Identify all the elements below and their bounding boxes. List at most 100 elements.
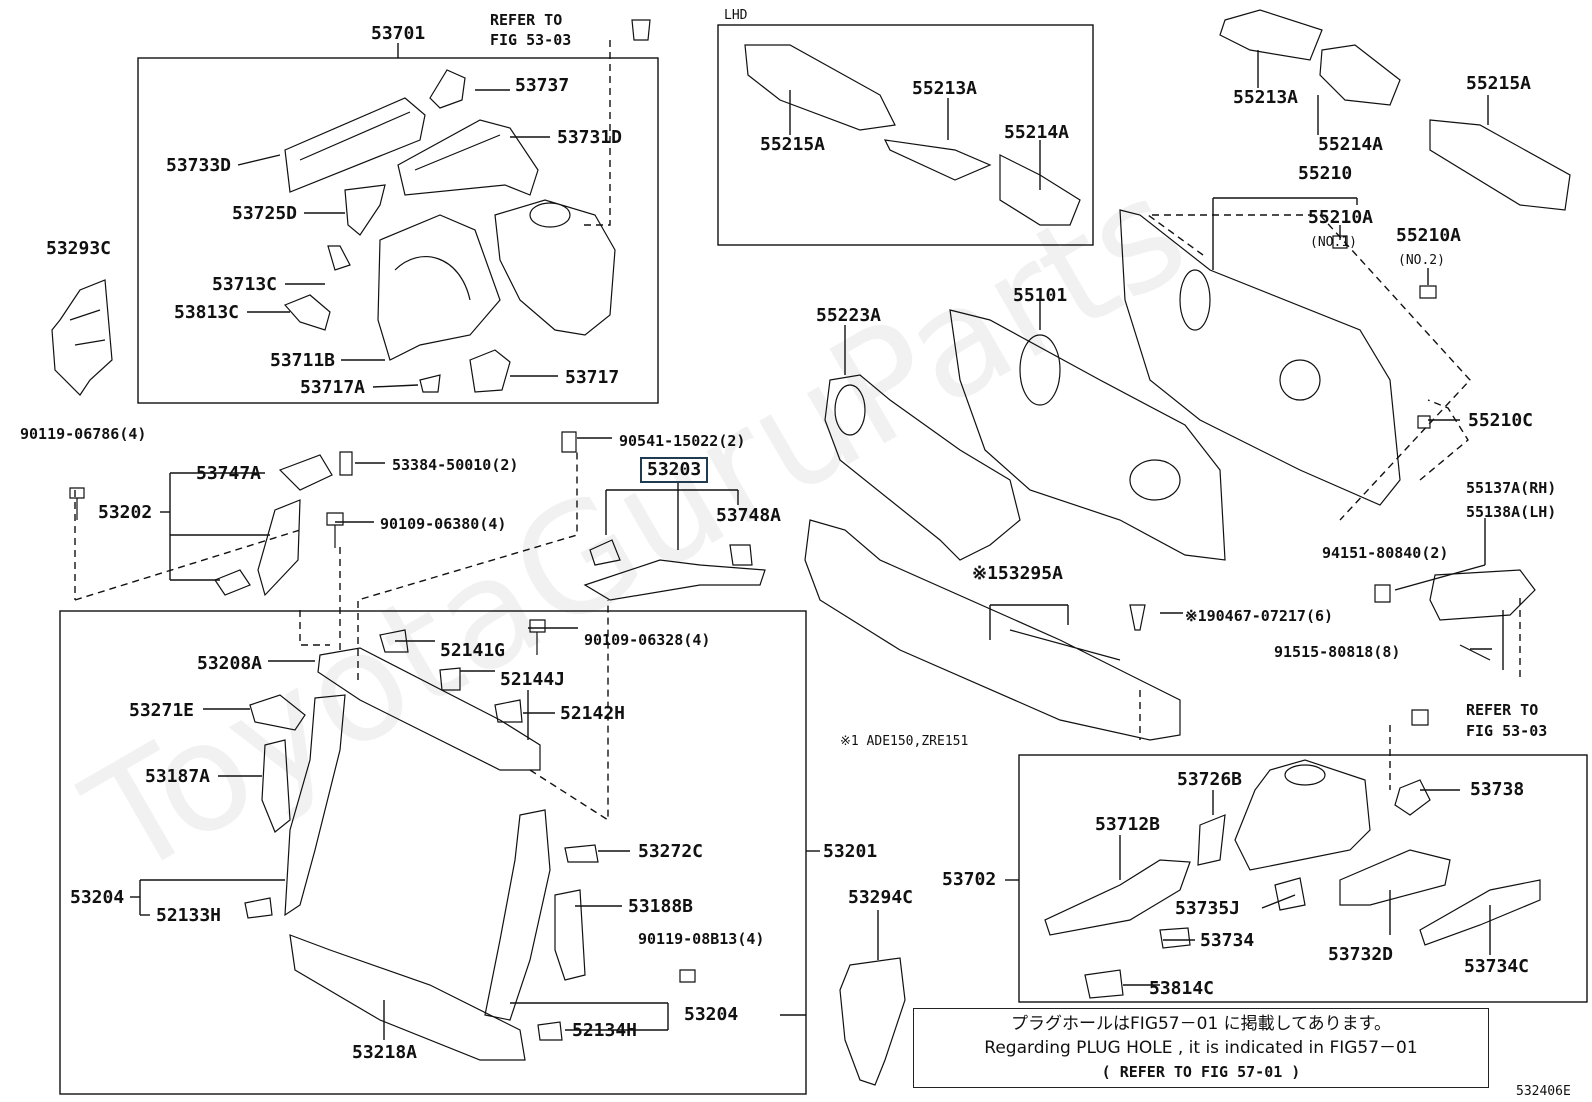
refer-to-bottom-line1: REFER TO (1466, 701, 1539, 719)
part-bolt-90109-06328 (529, 619, 546, 655)
label-53734: 53734 (1200, 930, 1255, 951)
part-53737 (429, 69, 466, 109)
part-55214A-lhd (999, 154, 1081, 226)
label-90541-15022: 90541-15022(2) (619, 432, 746, 450)
label-53813C: 53813C (174, 302, 240, 323)
label-90467-07217: ※190467-07217(6) (1185, 607, 1334, 625)
label-53738: 53738 (1470, 779, 1525, 800)
part-53272C (564, 844, 599, 863)
part-90541 (561, 431, 577, 453)
part-55210A-no2 (1419, 285, 1437, 299)
part-90467-clip (1129, 604, 1146, 631)
frame-53701 (137, 57, 659, 404)
part-53204-right (484, 809, 551, 1021)
part-53203 (583, 539, 766, 601)
part-94151 (1374, 584, 1391, 603)
label-53726B: 53726B (1177, 769, 1243, 790)
part-53712B (1044, 859, 1191, 936)
part-52144J (439, 667, 461, 691)
part-90119-08B13 (679, 969, 696, 983)
part-53813C (283, 294, 331, 331)
label-53712B: 53712B (1095, 814, 1161, 835)
part-53814C (1084, 969, 1124, 999)
label-90119-08B13: 90119-08B13(4) (638, 930, 765, 948)
label-55210A-no1: 55210A (1308, 207, 1374, 228)
label-55137A: 55137A(RH) (1466, 479, 1557, 497)
refer-to-top-line1: REFER TO (490, 11, 563, 29)
label-53294C: 53294C (848, 887, 914, 908)
part-55210A-no1 (1332, 235, 1348, 249)
part-53208A (317, 647, 541, 771)
label-no2: (NO.2) (1398, 253, 1445, 268)
figure-code: 532406E (1516, 1084, 1571, 1099)
label-53384-50010: 53384-50010(2) (392, 456, 519, 474)
label-53737: 53737 (515, 75, 570, 96)
label-90119-06786: 90119-06786(4) (20, 425, 147, 443)
label-52141G: 52141G (440, 640, 506, 661)
label-53203-highlighted: 53203 (640, 457, 709, 483)
label-55214A-rhd: 55214A (1318, 134, 1384, 155)
part-52133H (244, 897, 273, 919)
note-line-english: Regarding PLUG HOLE , it is indicated in… (984, 1038, 1418, 1058)
part-outlines (51, 9, 1571, 1086)
part-53711B-panel (377, 214, 501, 361)
part-53188B (554, 889, 586, 981)
label-55214A-lhd: 55214A (1004, 122, 1070, 143)
label-53702: 53702 (942, 869, 997, 890)
label-53187A: 53187A (145, 766, 211, 787)
part-bolt-90119-06786 (69, 487, 85, 520)
leader-lines (130, 43, 1504, 1040)
part-53717A (419, 374, 441, 393)
note-line-japanese: プラグホールはFIG57－01 に掲載してあります。 (1011, 1014, 1391, 1034)
part-53726B (1197, 814, 1226, 866)
label-55210: 55210 (1298, 163, 1353, 184)
label-55213A-lhd: 55213A (912, 78, 978, 99)
part-55210-insulator (1119, 209, 1401, 506)
refer-to-bottom-line2: FIG 53-03 (1466, 722, 1548, 740)
part-53717 (469, 349, 511, 393)
part-53271E (249, 694, 306, 731)
label-53748A: 53748A (716, 505, 782, 526)
part-clip-top (631, 19, 651, 41)
part-strut-tower (494, 199, 616, 336)
refer-to-top-line2: FIG 53-03 (490, 31, 572, 49)
part-55137A (1429, 569, 1536, 621)
part-53294C (839, 957, 906, 1086)
part-53187A (261, 739, 291, 833)
part-53732D (1339, 849, 1451, 906)
frame-53201 (59, 610, 807, 1095)
label-91515-80818: 91515-80818(8) (1274, 643, 1401, 661)
label-53747A: 53747A (196, 463, 262, 484)
note-line-refer: ( REFER TO FIG 57-01 ) (1101, 1063, 1301, 1081)
part-53204-left (284, 694, 346, 917)
part-53295A (804, 519, 1181, 741)
part-52134H (537, 1021, 563, 1041)
label-53188B: 53188B (628, 896, 694, 917)
label-53725D: 53725D (232, 203, 298, 224)
part-53702-strut (1234, 759, 1371, 871)
part-53731D (397, 119, 539, 196)
label-52142H: 52142H (560, 703, 626, 724)
label-55215A-rhd: 55215A (1466, 73, 1532, 94)
part-55210C (1417, 415, 1431, 429)
label-90109-06380: 90109-06380(4) (380, 515, 507, 533)
label-53293C: 53293C (46, 238, 112, 259)
frame-lhd (717, 24, 1094, 246)
dashed-lines (74, 40, 1521, 822)
label-52144J: 52144J (500, 669, 566, 690)
frame-53702 (1018, 754, 1588, 1003)
label-53201: 53201 (823, 841, 878, 862)
part-53202 (214, 454, 333, 597)
part-52141G (379, 629, 409, 653)
part-55215A-rhd (1429, 119, 1571, 211)
part-53725D (344, 184, 386, 236)
label-55210C: 55210C (1468, 410, 1534, 431)
part-52142H (494, 699, 523, 723)
label-55213A-rhd: 55213A (1233, 87, 1299, 108)
label-53295A: ※153295A (972, 563, 1063, 584)
label-53701: 53701 (371, 23, 426, 44)
label-53731D: 53731D (557, 127, 623, 148)
label-53732D: 53732D (1328, 944, 1394, 965)
